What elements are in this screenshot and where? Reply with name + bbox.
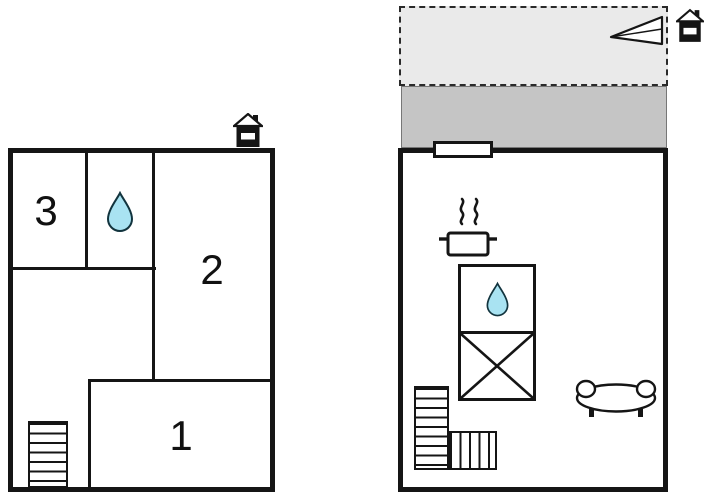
interior-wall	[88, 379, 91, 492]
cooking-pot-steam-icon	[436, 196, 500, 260]
room-label-2: 2	[200, 246, 224, 293]
water-drop-icon	[104, 191, 136, 233]
stairs-icon	[28, 421, 68, 488]
direction-arrow-icon	[609, 15, 664, 49]
interior-wall	[8, 267, 156, 270]
room-label-3: 3	[34, 187, 58, 234]
door-opening	[433, 141, 493, 158]
water-drop-icon	[461, 267, 533, 331]
crossed-square-icon	[461, 334, 533, 398]
annex-area	[401, 86, 667, 148]
house-entrance-icon	[676, 7, 704, 45]
l-stairs-horizontal	[448, 431, 497, 470]
sofa-icon	[575, 374, 657, 419]
interior-wall	[152, 148, 155, 382]
interior-wall	[88, 379, 275, 382]
room-label-1: 1	[169, 412, 193, 459]
interior-wall	[461, 331, 533, 334]
house-entrance-icon	[233, 113, 263, 149]
terrace-area	[399, 6, 668, 86]
l-stairs-vertical	[414, 386, 449, 470]
sink-shower-unit	[458, 264, 536, 401]
interior-wall	[85, 148, 88, 270]
